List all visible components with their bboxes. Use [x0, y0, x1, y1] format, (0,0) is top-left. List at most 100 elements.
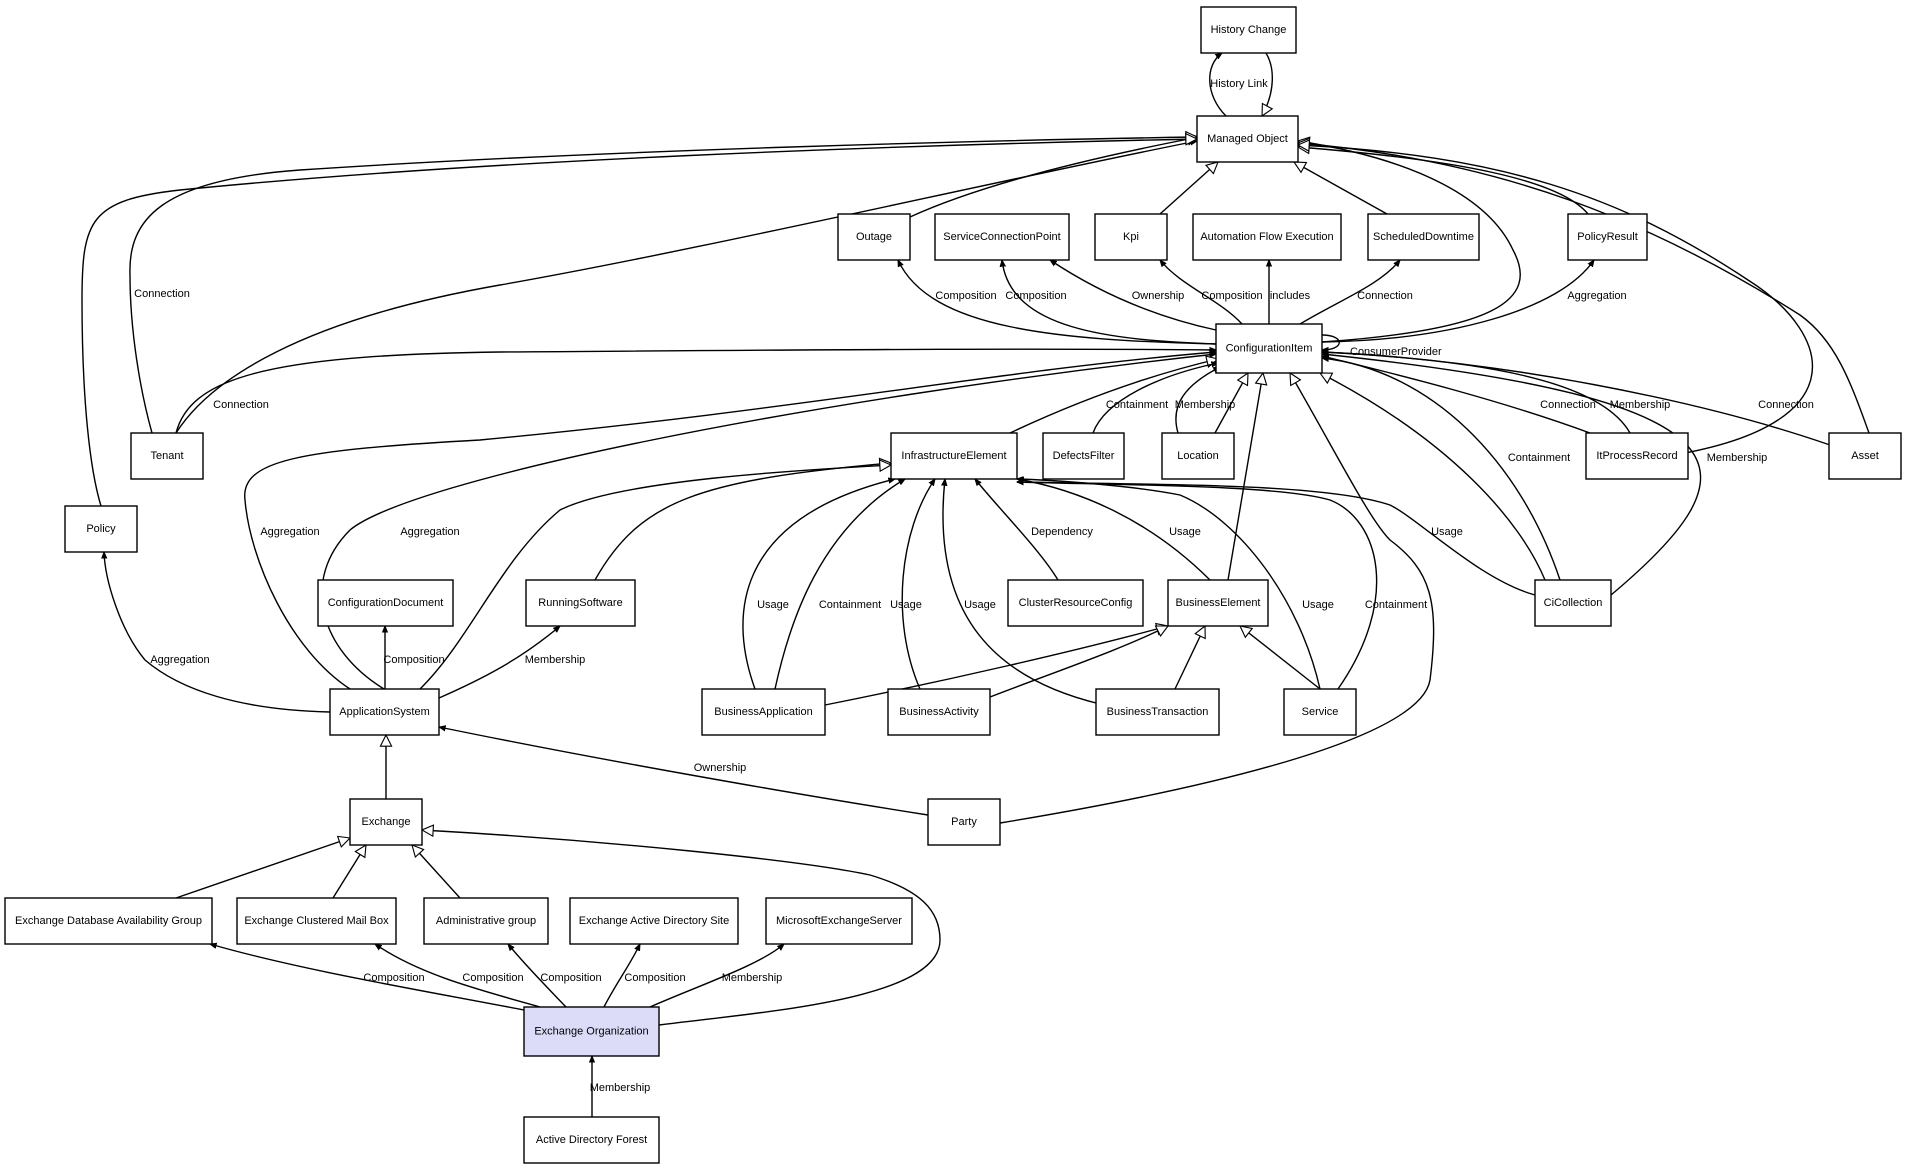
node-label: Managed Object — [1207, 133, 1288, 145]
node-history-change[interactable]: History Change — [1200, 6, 1297, 54]
node-label: ConfigurationDocument — [328, 597, 444, 609]
edge-label: Usage — [1431, 526, 1463, 538]
edge-business-activity-to-infrastructure-element — [901, 479, 935, 690]
node-box — [1534, 579, 1612, 627]
node-policy[interactable]: Policy — [64, 505, 138, 553]
node-box — [525, 579, 636, 627]
edge-configuration-item-to-managed-object — [1298, 141, 1521, 343]
node-box — [1215, 323, 1323, 374]
edge-label: Composition — [1005, 290, 1066, 302]
edge-scheduled-downtime-to-managed-object — [1294, 161, 1388, 215]
node-box — [569, 897, 739, 945]
node-label: Exchange Active Directory Site — [579, 915, 729, 927]
node-business-application[interactable]: BusinessApplication — [701, 688, 826, 736]
node-business-activity[interactable]: BusinessActivity — [887, 688, 991, 736]
node-outage[interactable]: Outage — [837, 213, 911, 261]
edge-configuration-item-to-scheduled-downtime — [1299, 260, 1400, 325]
edge-party-to-configuration-item — [999, 373, 1435, 824]
node-box — [523, 1116, 660, 1164]
edge-label: Membership — [722, 972, 783, 984]
edge-label: Connection — [1357, 290, 1413, 302]
edge-label: Ownership — [1132, 290, 1185, 302]
node-party[interactable]: Party — [927, 798, 1001, 846]
node-label: BusinessApplication — [714, 706, 812, 718]
edge-label: Membership — [1707, 452, 1768, 464]
edge-label: Composition — [540, 972, 601, 984]
node-exchange-dag[interactable]: Exchange Database Availability Group — [4, 897, 213, 945]
edge-tenant-to-managed-object — [175, 141, 1197, 434]
edge-label: Composition — [624, 972, 685, 984]
node-exchange-organization[interactable]: Exchange Organization — [523, 1006, 660, 1057]
node-kpi[interactable]: Kpi — [1094, 213, 1168, 261]
node-label: Exchange Clustered Mail Box — [244, 915, 389, 927]
node-microsoft-exchange-server[interactable]: MicrosoftExchangeServer — [765, 897, 913, 945]
node-defects-filter[interactable]: DefectsFilter — [1042, 432, 1125, 480]
node-label: ItProcessRecord — [1596, 450, 1677, 462]
node-box — [1094, 213, 1168, 261]
node-managed-object[interactable]: Managed Object — [1196, 115, 1299, 163]
edge-label: Containment — [1106, 399, 1168, 411]
node-asset[interactable]: Asset — [1828, 432, 1902, 480]
node-service-connection-point[interactable]: ServiceConnectionPoint — [934, 213, 1070, 261]
edge-label: Dependency — [1031, 526, 1093, 538]
node-ci-collection[interactable]: CiCollection — [1534, 579, 1612, 627]
edge-configuration-item-to-kpi — [1160, 260, 1243, 325]
node-running-software[interactable]: RunningSoftware — [525, 579, 636, 627]
node-configuration-item[interactable]: ConfigurationItem — [1215, 323, 1323, 374]
edge-administrative-group-to-exchange — [412, 845, 461, 899]
node-tenant[interactable]: Tenant — [130, 432, 204, 480]
node-box — [349, 798, 423, 846]
edge-location-to-configuration-item — [1175, 366, 1220, 434]
edge-business-transaction-to-infrastructure-element — [943, 479, 1101, 705]
edge-business-element-to-configuration-item — [1227, 373, 1263, 581]
edge-label: Composition — [935, 290, 996, 302]
node-label: Administrative group — [436, 915, 536, 927]
edge-exchange-organization-to-exchange-ad-site — [603, 944, 641, 1008]
edge-policy-to-managed-object — [81, 139, 1197, 507]
node-cluster-resource-config[interactable]: ClusterResourceConfig — [1007, 579, 1144, 627]
edge-label: Composition — [1201, 290, 1262, 302]
node-application-system[interactable]: ApplicationSystem — [329, 688, 440, 736]
edge-history-change-to-managed-object — [1261, 52, 1272, 116]
node-it-process-record[interactable]: ItProcessRecord — [1585, 432, 1689, 480]
node-label: ClusterResourceConfig — [1019, 597, 1133, 609]
node-exchange[interactable]: Exchange — [349, 798, 423, 846]
node-policy-result[interactable]: PolicyResult — [1567, 213, 1648, 261]
edge-application-system-to-configuration-item — [244, 352, 1216, 690]
node-configuration-document[interactable]: ConfigurationDocument — [317, 579, 454, 627]
node-active-directory-forest[interactable]: Active Directory Forest — [523, 1116, 660, 1164]
node-box — [317, 579, 454, 627]
node-box — [927, 798, 1001, 846]
node-box — [130, 432, 204, 480]
edge-business-application-to-infrastructure-element — [742, 479, 895, 690]
edge-application-system-to-running-software — [438, 626, 560, 699]
edge-label: Containment — [1365, 599, 1427, 611]
edge-exchange-organization-to-exchange — [422, 830, 941, 1026]
edge-label: Usage — [964, 599, 996, 611]
edge-exchange-dag-to-exchange — [175, 838, 350, 899]
node-label: InfrastructureElement — [901, 450, 1006, 462]
node-scheduled-downtime[interactable]: ScheduledDowntime — [1367, 213, 1480, 261]
node-box — [1283, 688, 1357, 736]
node-label: BusinessActivity — [899, 706, 979, 718]
node-box — [1828, 432, 1902, 480]
node-business-transaction[interactable]: BusinessTransaction — [1095, 688, 1220, 736]
node-box — [1567, 213, 1648, 261]
node-box — [423, 897, 549, 945]
edge-kpi-to-managed-object — [1159, 162, 1218, 215]
node-service[interactable]: Service — [1283, 688, 1357, 736]
node-administrative-group[interactable]: Administrative group — [423, 897, 549, 945]
node-infrastructure-element[interactable]: InfrastructureElement — [890, 432, 1018, 480]
node-exchange-clustered-mail-box[interactable]: Exchange Clustered Mail Box — [236, 897, 397, 945]
node-exchange-ad-site[interactable]: Exchange Active Directory Site — [569, 897, 739, 945]
node-location[interactable]: Location — [1161, 432, 1235, 480]
node-label: Asset — [1851, 450, 1879, 462]
edge-label: Connection — [1758, 399, 1814, 411]
node-business-element[interactable]: BusinessElement — [1167, 579, 1269, 627]
edge-infrastructure-element-to-configuration-item — [1009, 359, 1218, 434]
edge-exchange-organization-to-administrative-group — [508, 944, 567, 1008]
node-automation-flow-execution[interactable]: Automation Flow Execution — [1192, 213, 1342, 261]
node-box — [1095, 688, 1220, 736]
edge-label: Usage — [1169, 526, 1201, 538]
